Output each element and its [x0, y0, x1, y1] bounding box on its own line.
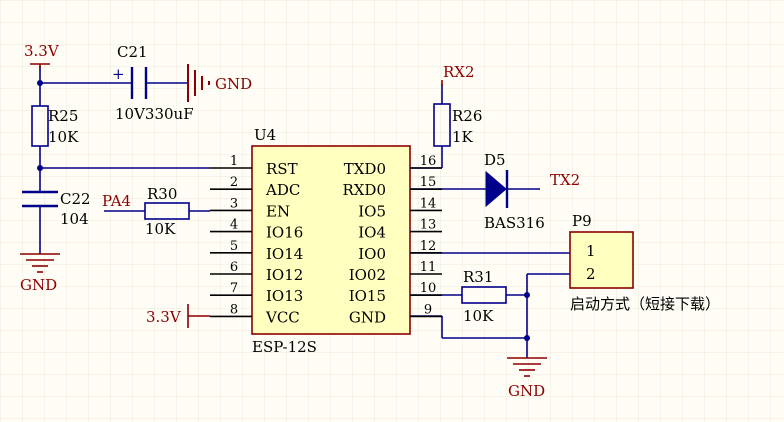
label-c22: C22 — [60, 190, 91, 208]
junction-dot — [524, 335, 530, 341]
ic-pin-number: 1 — [230, 154, 238, 169]
ic-pin-number: 4 — [230, 218, 238, 233]
ic-pin-name: ADC — [265, 181, 300, 199]
ic-pin-number: 15 — [420, 175, 437, 190]
label-gnd-bottom: GND — [508, 382, 545, 400]
ic-pin-name: RXD0 — [342, 181, 386, 199]
ic-pin-number: 12 — [420, 239, 437, 254]
resistor-r31 — [461, 286, 507, 304]
label-r30: R30 — [147, 185, 177, 203]
label-rx2: RX2 — [443, 63, 475, 81]
ic-pin-number: 9 — [424, 302, 432, 317]
diode-d5 — [485, 170, 509, 208]
ic-pin-name: IO5 — [358, 202, 386, 220]
ic-pin-name: RST — [266, 160, 298, 178]
label-esp: ESP-12S — [252, 338, 317, 356]
ic-pin-number: 16 — [420, 154, 437, 169]
ic-pin-number: 3 — [230, 196, 238, 211]
ic-pin-name: IO15 — [349, 287, 386, 305]
ic-pin-name: EN — [266, 202, 290, 220]
label-gnd-c22: GND — [20, 276, 57, 294]
label-33v-top: 3.3V — [24, 42, 60, 60]
resistor-r30 — [144, 202, 190, 220]
label-r25-value: 10K — [48, 128, 79, 146]
label-p9: P9 — [572, 212, 592, 230]
ic-pin-name: TXD0 — [344, 160, 386, 178]
ic-right-pins: 16 TXD0 15 RXD0 14 IO5 13 IO4 12 IO0 11 IO02 10 IO15 9… — [342, 154, 442, 326]
ic-pin-number: 5 — [230, 239, 238, 254]
ic-pin-name: IO02 — [349, 266, 386, 284]
label-d5-value: BAS316 — [484, 214, 545, 232]
ic-left-pins: 1 RST 2 ADC 3 EN 4 IO16 5 IO14 6 IO12 7 IO13 8 VCC — [210, 154, 303, 326]
label-boot-note: 启动方式（短接下载） — [570, 295, 720, 313]
junction-dot — [37, 165, 43, 171]
label-r31-value: 10K — [463, 307, 494, 325]
ic-pin-name: IO0 — [358, 245, 386, 263]
label-r25: R25 — [48, 107, 78, 125]
ic-pin-name: IO12 — [266, 266, 303, 284]
ic-pin-number: 2 — [230, 175, 238, 190]
label-c21-plus: + — [112, 65, 125, 83]
ic-pin-number: 10 — [420, 281, 437, 296]
ic-pin-number: 8 — [230, 302, 238, 317]
ic-pin-number: 7 — [230, 281, 238, 296]
label-pa4: PA4 — [102, 192, 131, 210]
ic-pin-name: VCC — [265, 308, 300, 326]
label-c21-value: 10V330uF — [115, 105, 194, 123]
label-gnd-c21: GND — [215, 75, 252, 93]
junctions — [37, 80, 530, 341]
label-r26: R26 — [452, 107, 482, 125]
ic-u4-body — [251, 145, 411, 335]
ic-pin-number: 6 — [230, 260, 238, 275]
label-r26-value: 1K — [452, 128, 474, 146]
diode-triangle — [485, 170, 507, 208]
label-tx2: TX2 — [550, 171, 580, 189]
junction-dot — [37, 80, 43, 86]
ic-pin-number: 14 — [420, 196, 437, 211]
ic-pin-name: IO13 — [266, 287, 303, 305]
power-symbols — [20, 63, 547, 377]
ic-pin-name: IO4 — [358, 224, 386, 242]
label-d5: D5 — [484, 151, 506, 169]
label-u4: U4 — [254, 126, 276, 144]
connector-p9-body — [569, 231, 634, 289]
junction-dot — [524, 292, 530, 298]
resistor-r25 — [31, 105, 49, 147]
ic-pin-name: GND — [349, 308, 386, 326]
ic-pin-number: 11 — [420, 260, 437, 275]
ic-pin-name: IO16 — [266, 224, 303, 242]
ic-pin-name: IO14 — [266, 245, 303, 263]
label-p9-pin2: 2 — [586, 265, 596, 283]
passives — [22, 67, 507, 304]
label-r30-value: 10K — [145, 220, 176, 238]
label-p9-pin1: 1 — [586, 242, 596, 260]
label-r31: R31 — [463, 268, 493, 286]
label-c22-value: 104 — [60, 210, 89, 228]
ic-pin-number: 13 — [420, 218, 437, 233]
label-c21: C21 — [117, 43, 148, 61]
resistor-r26 — [433, 103, 451, 147]
label-33v-vcc: 3.3V — [146, 308, 182, 326]
